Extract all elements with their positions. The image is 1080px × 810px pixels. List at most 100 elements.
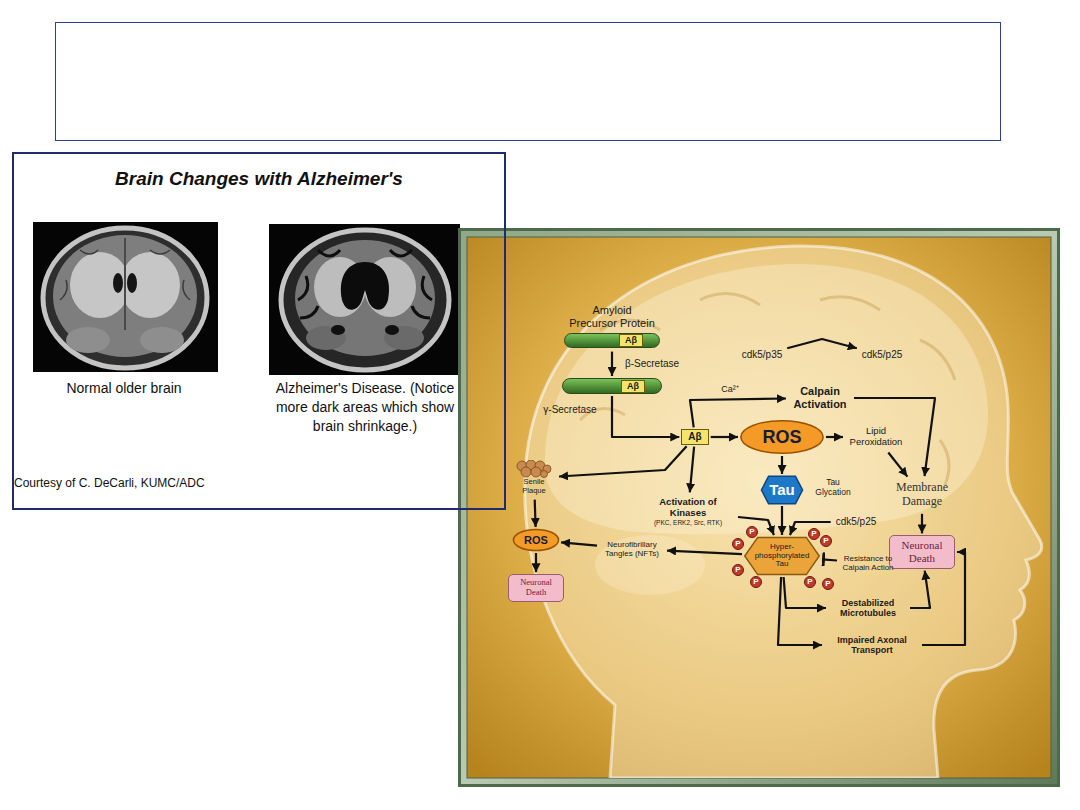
connector-arrow	[667, 551, 742, 555]
title-box	[56, 23, 1001, 141]
edge-label: β-Secretase	[625, 358, 679, 370]
tau-hexagon: Tau	[761, 476, 803, 504]
connector-arrow	[910, 571, 930, 608]
process-text: Membrane Damage	[888, 478, 956, 512]
brain-silhouette	[545, 264, 988, 534]
ros-outline	[741, 421, 823, 454]
panel-title: Brain Changes with Alzheimer's	[14, 154, 504, 190]
plaque-text: Senile Plaque	[514, 478, 554, 495]
connector-arrow	[921, 514, 923, 534]
abeta-text: Aβ	[688, 431, 701, 443]
protein-capsule: Aβ	[562, 378, 662, 394]
ros-ellipse: ROS	[513, 529, 559, 551]
process-text: Calpain Activation	[788, 382, 852, 413]
connector-arrow	[690, 447, 694, 493]
inset-ground	[12, 152, 506, 510]
process-label: Impaired Axonal Transport	[827, 635, 917, 656]
connector-arrow	[612, 396, 679, 437]
kinase-heading: Activation of Kinases	[657, 497, 719, 519]
diagram-panel	[458, 228, 1060, 787]
phosphate-marker: P	[746, 526, 758, 538]
ros-outline	[513, 529, 558, 550]
caption-label: Normal older brain	[66, 380, 181, 396]
connector-arrow	[534, 500, 537, 527]
phosphate-marker: P	[822, 578, 834, 590]
connector-arrow	[561, 542, 597, 545]
caption-label: Alzheimer's Disease. (Notice more dark a…	[263, 379, 468, 436]
mri-normal	[33, 222, 218, 372]
process-label: Destabilized Microtubules	[831, 598, 905, 619]
ros-ellipse: ROS	[740, 420, 824, 454]
plaque-blob	[521, 467, 531, 477]
hexagon-outline	[745, 537, 819, 574]
process-label: cdk5/p25	[836, 516, 877, 528]
tau-text: Hyper-phosphorylated Tau	[755, 543, 810, 569]
inset-panel: Brain Changes with Alzheimer's	[12, 152, 506, 510]
plaque-drawing	[514, 460, 554, 478]
connector-arrow	[611, 352, 613, 376]
plaque-blob	[541, 471, 548, 478]
process-text: Neurofibrillary Tangles (NFTs)	[599, 537, 665, 561]
connector-arrow	[888, 453, 907, 477]
mri-alzheimers	[269, 224, 460, 375]
process-label: Lipid Peroxidation	[848, 426, 904, 448]
caption-label: Courtesy of C. DeCarli, KUMC/ADC	[14, 476, 205, 490]
protein-heading: Amyloid Precursor Protein	[568, 304, 656, 329]
connector-arrow	[781, 506, 783, 535]
process-text: cdk5/p25	[859, 346, 906, 364]
plaque-blob	[531, 467, 541, 477]
death-box: Neuronal Death	[508, 574, 564, 602]
ros-text: ROS	[524, 534, 548, 547]
connector-arrow	[711, 436, 738, 438]
phosphate-marker: P	[808, 528, 820, 540]
edge-label: γ-Secretase	[543, 404, 596, 416]
process-label: cdk5/p35	[742, 349, 783, 361]
connector-arrow	[781, 456, 783, 474]
connector-arrow	[787, 339, 857, 348]
process-text: Impaired Axonal Transport	[824, 632, 920, 659]
process-label: Neurofibrillary Tangles (NFTs)	[602, 540, 662, 558]
connector-arrow	[784, 577, 826, 608]
kinase-activation: Activation of Kinases(PKC, ERK2, Src, RT…	[640, 494, 736, 529]
edge-label: Tau Glycation	[811, 478, 855, 498]
death-text: Neuronal Death	[513, 578, 559, 598]
head-silhouette	[525, 246, 1042, 778]
phosphate-marker: P	[820, 535, 832, 547]
connector-arrow	[826, 436, 843, 438]
kinase-list: (PKC, ERK2, Src, RTK)	[643, 519, 733, 526]
process-text: Destabilized Microtubules	[828, 595, 908, 622]
process-text: cdk5/p25	[833, 513, 880, 531]
tau-hexagon: Hyper-phosphorylated Tau	[744, 537, 820, 575]
phosphate-marker: P	[732, 564, 744, 576]
process-label: cdk5/p25	[862, 349, 903, 361]
process-text: Resistance to Calpain Action	[839, 551, 897, 575]
senile-plaque: Senile Plaque	[511, 458, 557, 497]
phosphate-marker: P	[732, 538, 744, 550]
connector-arrow	[559, 446, 687, 476]
hexagon-outline	[761, 476, 802, 503]
phosphate-marker: P	[804, 576, 816, 588]
process-label: Calpain Activation	[791, 385, 849, 410]
death-text: Neuronal Death	[894, 539, 950, 564]
process-text: cdk5/p35	[739, 346, 786, 364]
connector-arrow	[535, 553, 537, 572]
connector-arrow	[778, 577, 822, 645]
phosphate-marker: P	[750, 576, 762, 588]
tau-text: Tau	[769, 482, 795, 499]
ros-text: ROS	[762, 427, 801, 448]
abeta-box: Aβ	[681, 429, 708, 445]
cerebellum	[595, 535, 705, 595]
precursor-protein: Amyloid Precursor ProteinAβ	[562, 302, 662, 349]
abeta-tag: Aβ	[619, 334, 643, 347]
process-label: Resistance to Calpain Action	[842, 554, 894, 572]
process-label: Membrane Damage	[891, 481, 953, 509]
death-box: Neuronal Death	[889, 535, 955, 568]
edge-label: Ca²⁺	[721, 384, 739, 394]
connector-arrow	[822, 559, 837, 560]
process-text: Lipid Peroxidation	[845, 423, 907, 451]
protein-capsule: Aβ	[564, 333, 660, 348]
